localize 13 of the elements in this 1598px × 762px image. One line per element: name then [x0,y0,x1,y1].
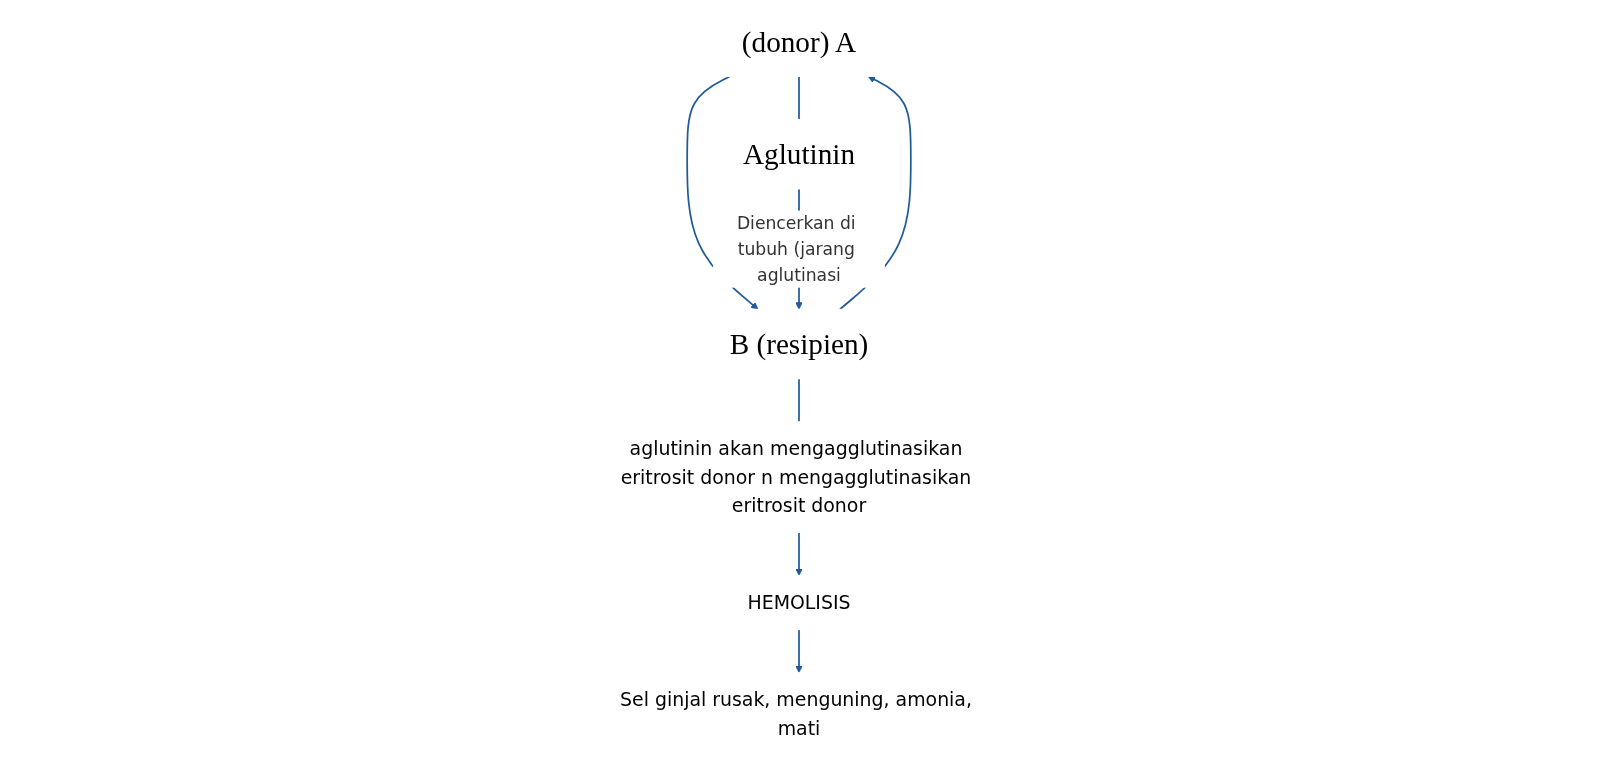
arrow [839,76,912,311]
node-text: (donor) A [741,25,857,58]
arrow [686,75,759,310]
edge-label: Diencerkan di tubuh (jarang aglutinasi [736,213,856,286]
arrow [795,628,803,673]
arrow [795,531,803,576]
node-text: Aglutinin [743,138,855,171]
connector [798,75,800,121]
node-text: Sel ginjal rusak, menguning, amonia, mati [620,688,972,739]
node-text: HEMOLISIS [747,591,851,614]
connector [798,378,800,423]
node-text: B (resipien) [729,328,869,360]
node-text: aglutinin akan mengagglutinasikan eritrosit donor n mengagglutinasikan eritrosit donor [620,438,972,517]
